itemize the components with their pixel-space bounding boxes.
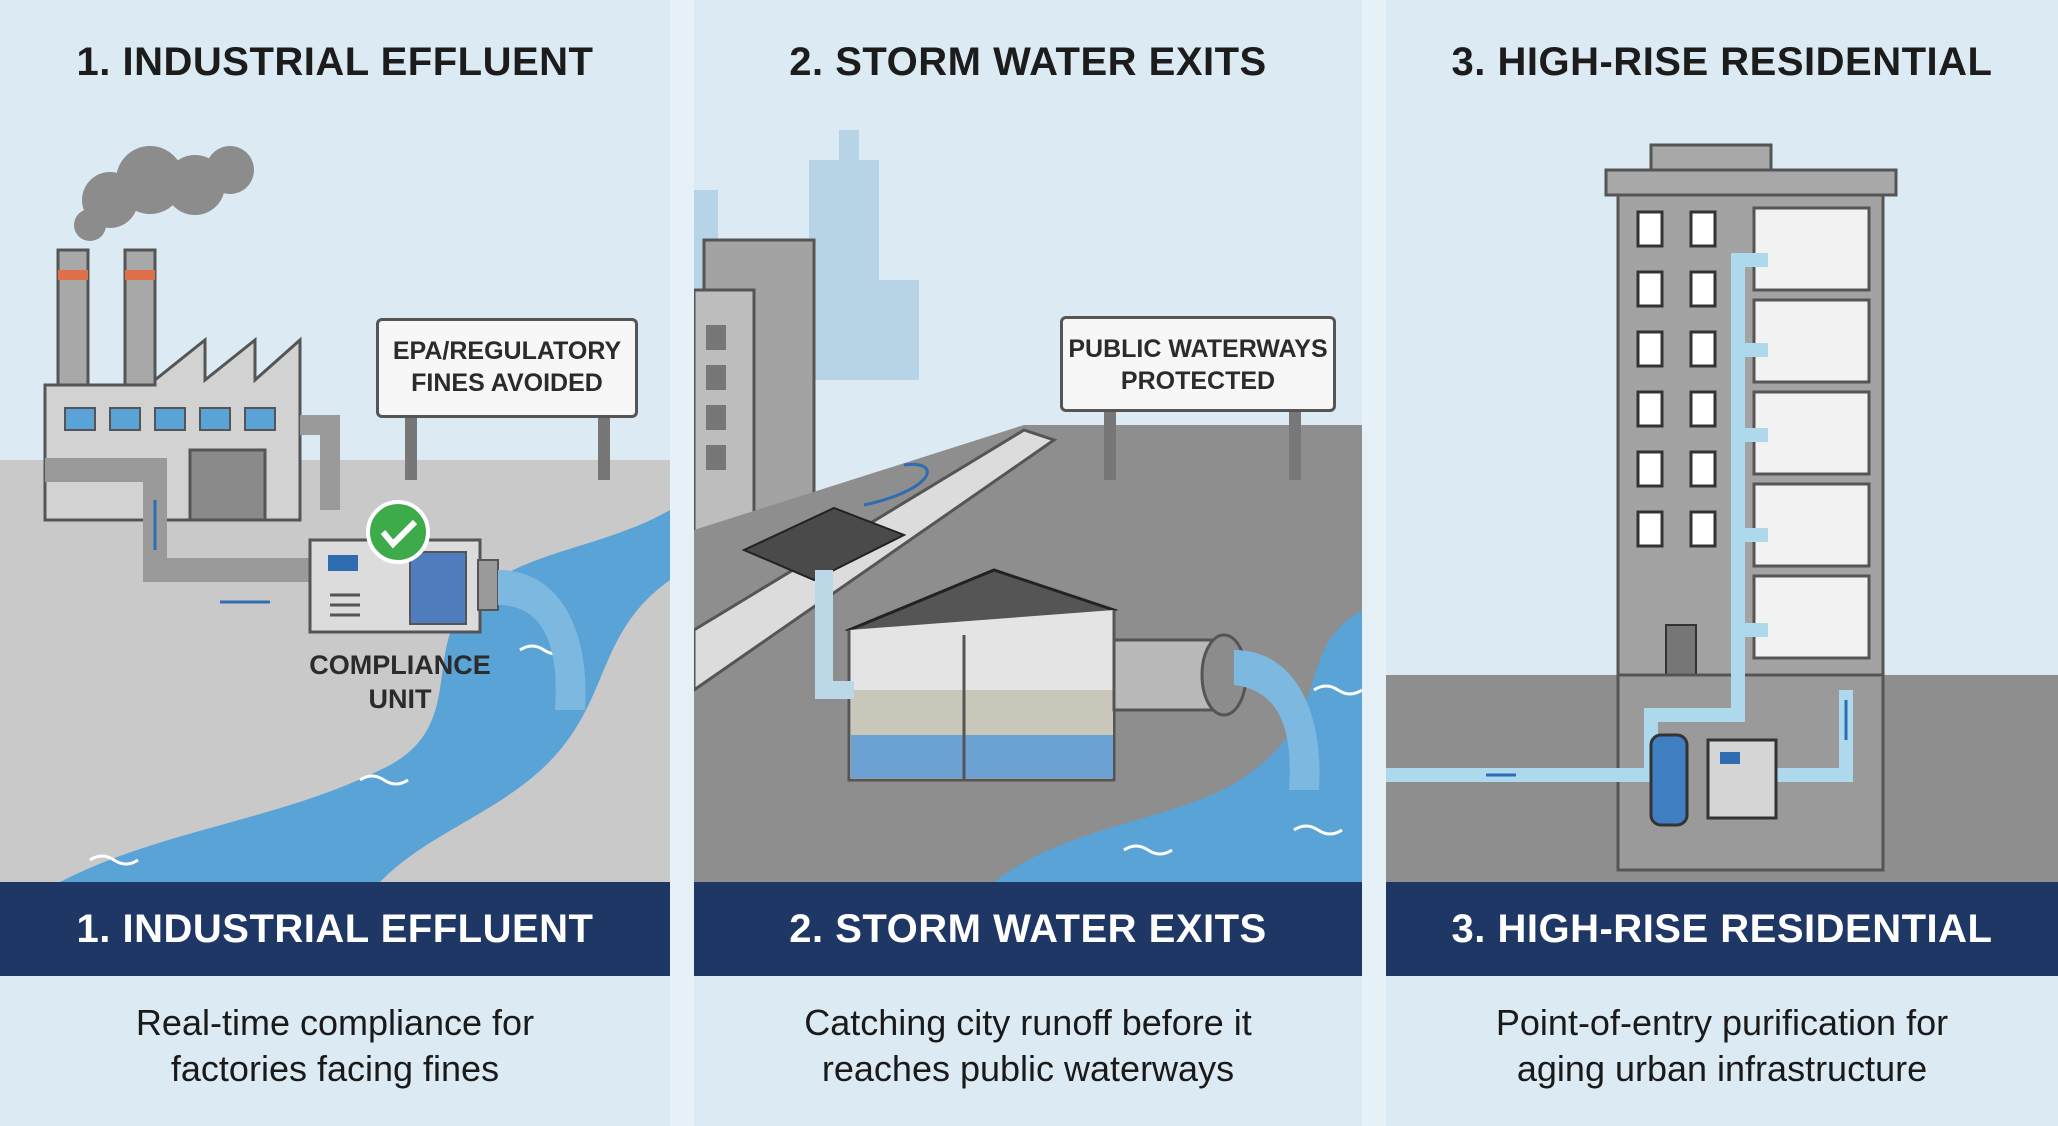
panel-high-rise: 3. HIGH-RISE RESIDENTIAL xyxy=(1386,0,2058,1126)
sign-line: EPA/REGULATORY xyxy=(392,337,622,365)
panel-storm-water: 2. STORM WATER EXITS xyxy=(694,0,1362,1126)
storm-drain-icon xyxy=(741,506,1119,782)
panel-title: 3. HIGH-RISE RESIDENTIAL xyxy=(1451,40,1993,84)
filter-unit-icon xyxy=(1649,733,1778,827)
storm-scene xyxy=(694,130,1362,882)
regulatory-sign: EPA/REGULATORY FINES AVOIDED xyxy=(376,318,638,418)
panel-caption: Real-time compliance for factories facin… xyxy=(135,1002,535,1089)
building-icon xyxy=(1604,143,1898,677)
high-rise-scene xyxy=(1386,130,2058,882)
waterways-sign: PUBLIC WATERWAYS PROTECTED xyxy=(1060,316,1336,412)
panel-band: 1. INDUSTRIAL EFFLUENT xyxy=(0,882,670,976)
check-icon xyxy=(366,500,430,564)
panel-gutter xyxy=(670,0,694,1126)
panel-band: 3. HIGH-RISE RESIDENTIAL xyxy=(1386,882,2058,976)
sign-line: FINES AVOIDED xyxy=(411,369,603,397)
panel-title: 1. INDUSTRIAL EFFLUENT xyxy=(76,40,594,84)
panel-caption: Catching city runoff before it reaches p… xyxy=(804,1002,1252,1089)
panel-title: 2. STORM WATER EXITS xyxy=(789,40,1267,84)
sign-line: PUBLIC WATERWAYS xyxy=(1068,335,1328,363)
panel-industrial-effluent: 1. INDUSTRIAL EFFLUENT xyxy=(0,0,670,1126)
outfall-pipe-icon xyxy=(1112,633,1320,790)
industrial-scene xyxy=(0,130,670,882)
smoke-icon xyxy=(74,146,254,241)
panel-gutter xyxy=(1362,0,1386,1126)
compliance-unit-label: COMPLIANCE UNIT xyxy=(309,650,491,714)
panel-caption: Point-of-entry purification for aging ur… xyxy=(1495,1002,1949,1089)
sign-line: PROTECTED xyxy=(1120,367,1276,395)
panel-band: 2. STORM WATER EXITS xyxy=(694,882,1362,976)
river xyxy=(994,610,1362,882)
